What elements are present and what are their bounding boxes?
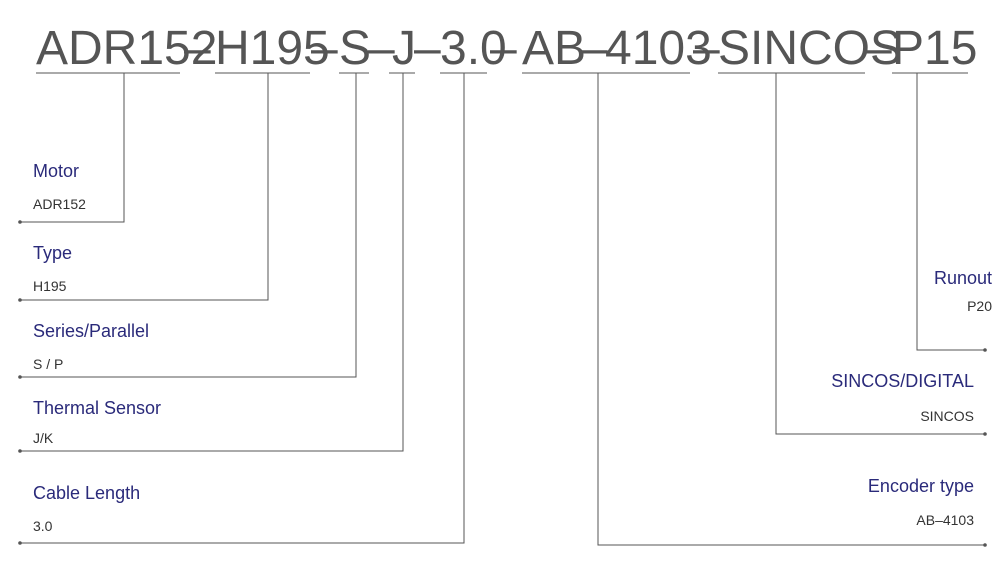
code-separator: – xyxy=(865,22,892,75)
code-separator: – xyxy=(693,22,720,75)
code-sincos: SINCOS xyxy=(718,22,903,75)
dot-type xyxy=(18,298,22,302)
value-cable-length: 3.0 xyxy=(33,518,53,534)
code-runout: P15 xyxy=(892,22,978,75)
value-encoder-type: AB–4103 xyxy=(916,512,974,528)
value-runout: P20 xyxy=(967,298,992,314)
label-motor: Motor xyxy=(33,161,80,181)
dot-encoder xyxy=(983,543,987,547)
code-cable: 3.0 xyxy=(440,22,507,75)
leader-cable xyxy=(20,73,465,544)
label-cable-length: Cable Length xyxy=(33,483,141,503)
dot-series xyxy=(18,375,22,379)
leader-runout xyxy=(916,73,985,351)
code-separator: – xyxy=(184,22,211,75)
dot-runout xyxy=(983,348,987,352)
leader-motor xyxy=(20,73,125,223)
value-thermal-sensor: J/K xyxy=(33,430,54,446)
code-separator: – xyxy=(311,22,338,75)
label-encoder-type: Encoder type xyxy=(867,476,974,496)
label-runout: Runout xyxy=(933,268,992,288)
dot-motor xyxy=(18,220,22,224)
label-series-parallel: Series/Parallel xyxy=(33,321,150,341)
dot-cable xyxy=(18,541,22,545)
code-thermal: J xyxy=(392,22,416,75)
label-sincos-digital: SINCOS/DIGITAL xyxy=(831,371,974,391)
value-sincos-digital: SINCOS xyxy=(920,408,974,424)
leader-thermal xyxy=(20,73,404,452)
code-separator: – xyxy=(414,22,441,75)
value-series-parallel: S / P xyxy=(33,356,64,372)
leader-sincos xyxy=(775,73,985,435)
code-type: H195 xyxy=(215,22,330,75)
code-separator: – xyxy=(581,22,608,75)
code-separator: – xyxy=(490,22,517,75)
label-thermal-sensor: Thermal Sensor xyxy=(33,398,162,418)
code-encoder-type: AB xyxy=(522,22,587,75)
dot-sincos xyxy=(983,432,987,436)
leader-encoder xyxy=(597,73,985,546)
label-type: Type xyxy=(33,243,73,263)
leader-series xyxy=(20,73,357,378)
value-type: H195 xyxy=(33,278,67,294)
code-encoder-number: 4103 xyxy=(605,22,712,75)
leader-type xyxy=(20,73,269,301)
dot-thermal xyxy=(18,449,22,453)
code-separator: – xyxy=(368,22,395,75)
code-series: S xyxy=(339,22,372,75)
value-motor: ADR152 xyxy=(33,196,86,212)
code-motor: ADR152 xyxy=(36,22,218,75)
